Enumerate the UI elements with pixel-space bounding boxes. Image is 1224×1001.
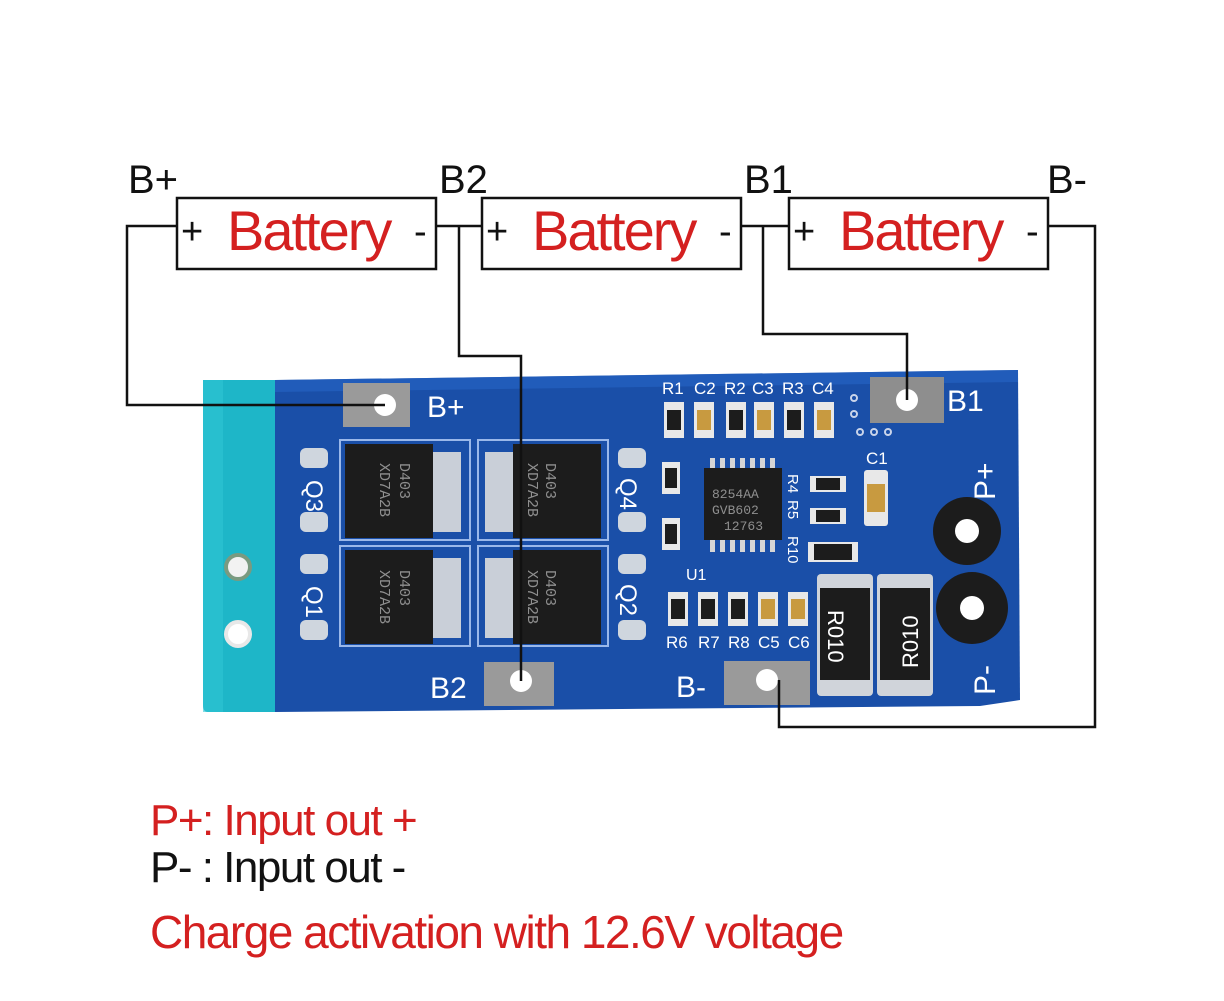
mosfet-q3-marking1: D403 bbox=[395, 463, 412, 499]
mosfet-q4-ref: Q4 bbox=[614, 478, 641, 510]
shunt-2-label: R010 bbox=[898, 615, 923, 668]
silk-c4: C4 bbox=[812, 379, 834, 398]
mount-hole-2 bbox=[224, 620, 252, 648]
mosfet-q4: D403 XD7A2B Q4 bbox=[485, 444, 646, 538]
mosfet-q2-marking2: XD7A2B bbox=[523, 570, 540, 624]
ic-ref: U1 bbox=[686, 567, 707, 584]
silk-c6: C6 bbox=[788, 633, 810, 652]
caption-p-plus: P+: Input out + bbox=[150, 796, 418, 845]
silk-r2: R2 bbox=[724, 379, 746, 398]
mosfet-q2-ref: Q2 bbox=[614, 584, 641, 616]
battery-2-minus: - bbox=[719, 211, 732, 253]
mosfet-q1-marking2: XD7A2B bbox=[375, 570, 392, 624]
silk-r1: R1 bbox=[662, 379, 684, 398]
ic-u1: 8254AA GVB602 12763 U1 bbox=[686, 458, 782, 584]
silk-r5: R5 bbox=[784, 500, 801, 519]
battery-1-plus: + bbox=[181, 211, 203, 253]
top-components: R1 C2 R2 C3 R3 C4 bbox=[662, 379, 834, 438]
silk-b-plus: B+ bbox=[427, 391, 465, 424]
silk-p-minus: P- bbox=[969, 665, 1002, 695]
battery-1: + Battery - bbox=[175, 196, 438, 271]
ic-line2: GVB602 bbox=[712, 503, 759, 518]
mount-hole-1 bbox=[224, 553, 252, 581]
terminal-label-b-minus: B- bbox=[1047, 158, 1087, 202]
wire-b1 bbox=[761, 226, 909, 400]
battery-2-label: Battery bbox=[532, 199, 697, 262]
silk-r4: R4 bbox=[784, 474, 801, 493]
mosfet-q4-marking1: D403 bbox=[541, 463, 558, 499]
caption-p-minus: P- : Input out - bbox=[150, 843, 406, 892]
mosfet-q1-marking1: D403 bbox=[395, 570, 412, 606]
mosfet-q1: D403 XD7A2B Q1 bbox=[300, 550, 461, 644]
silk-c3: C3 bbox=[752, 379, 774, 398]
caption-charge-activation: Charge activation with 12.6V voltage bbox=[150, 906, 844, 958]
shunt-resistors: R010 R010 bbox=[817, 574, 933, 696]
silk-r6: R6 bbox=[666, 633, 688, 652]
silk-p-plus: P+ bbox=[969, 462, 1002, 500]
terminal-label-b1: B1 bbox=[744, 158, 793, 202]
silk-r8: R8 bbox=[728, 633, 750, 652]
ic-line3: 12763 bbox=[724, 519, 763, 534]
wire-b2 bbox=[457, 226, 523, 681]
mosfet-q2-marking1: D403 bbox=[541, 570, 558, 606]
shunt-1-label: R010 bbox=[823, 610, 848, 663]
battery-3-plus: + bbox=[793, 211, 815, 253]
silk-b1: B1 bbox=[947, 385, 984, 418]
silk-r7: R7 bbox=[698, 633, 720, 652]
terminal-label-b2: B2 bbox=[439, 158, 488, 202]
mosfet-q3: D403 XD7A2B Q3 bbox=[300, 444, 461, 538]
silk-b2: B2 bbox=[430, 672, 467, 705]
battery-3-minus: - bbox=[1026, 211, 1039, 253]
battery-3-label: Battery bbox=[839, 199, 1004, 262]
battery-3: + Battery - bbox=[787, 196, 1050, 271]
silk-c5: C5 bbox=[758, 633, 780, 652]
silk-r10: R10 bbox=[784, 536, 801, 564]
battery-2-plus: + bbox=[486, 211, 508, 253]
wires bbox=[125, 224, 1097, 729]
ic-line1: 8254AA bbox=[712, 487, 759, 502]
silk-b-minus: B- bbox=[676, 671, 706, 704]
silk-r3: R3 bbox=[782, 379, 804, 398]
test-vias bbox=[850, 394, 892, 436]
mosfet-q4-marking2: XD7A2B bbox=[523, 463, 540, 517]
side-components: C1 R4 R5 R10 bbox=[662, 449, 888, 564]
silk-c1: C1 bbox=[866, 449, 888, 468]
bottom-components: R6 R7 R8 C5 C6 bbox=[666, 592, 810, 652]
battery-2: + Battery - bbox=[480, 196, 743, 271]
battery-1-label: Battery bbox=[227, 199, 392, 262]
mosfet-q3-ref: Q3 bbox=[300, 480, 327, 512]
mosfet-q3-marking2: XD7A2B bbox=[375, 463, 392, 517]
wire-b-plus bbox=[125, 224, 385, 407]
battery-1-minus: - bbox=[414, 211, 427, 253]
mosfet-q2: D403 XD7A2B Q2 bbox=[485, 550, 646, 644]
wire-b-minus bbox=[777, 224, 1097, 729]
pcb-board: B+ B1 B2 B- P+ P- D403 XD7A2B Q3 bbox=[203, 370, 1020, 712]
terminal-label-b-plus: B+ bbox=[128, 158, 178, 202]
silk-c2: C2 bbox=[694, 379, 716, 398]
mosfet-q1-ref: Q1 bbox=[300, 586, 327, 618]
